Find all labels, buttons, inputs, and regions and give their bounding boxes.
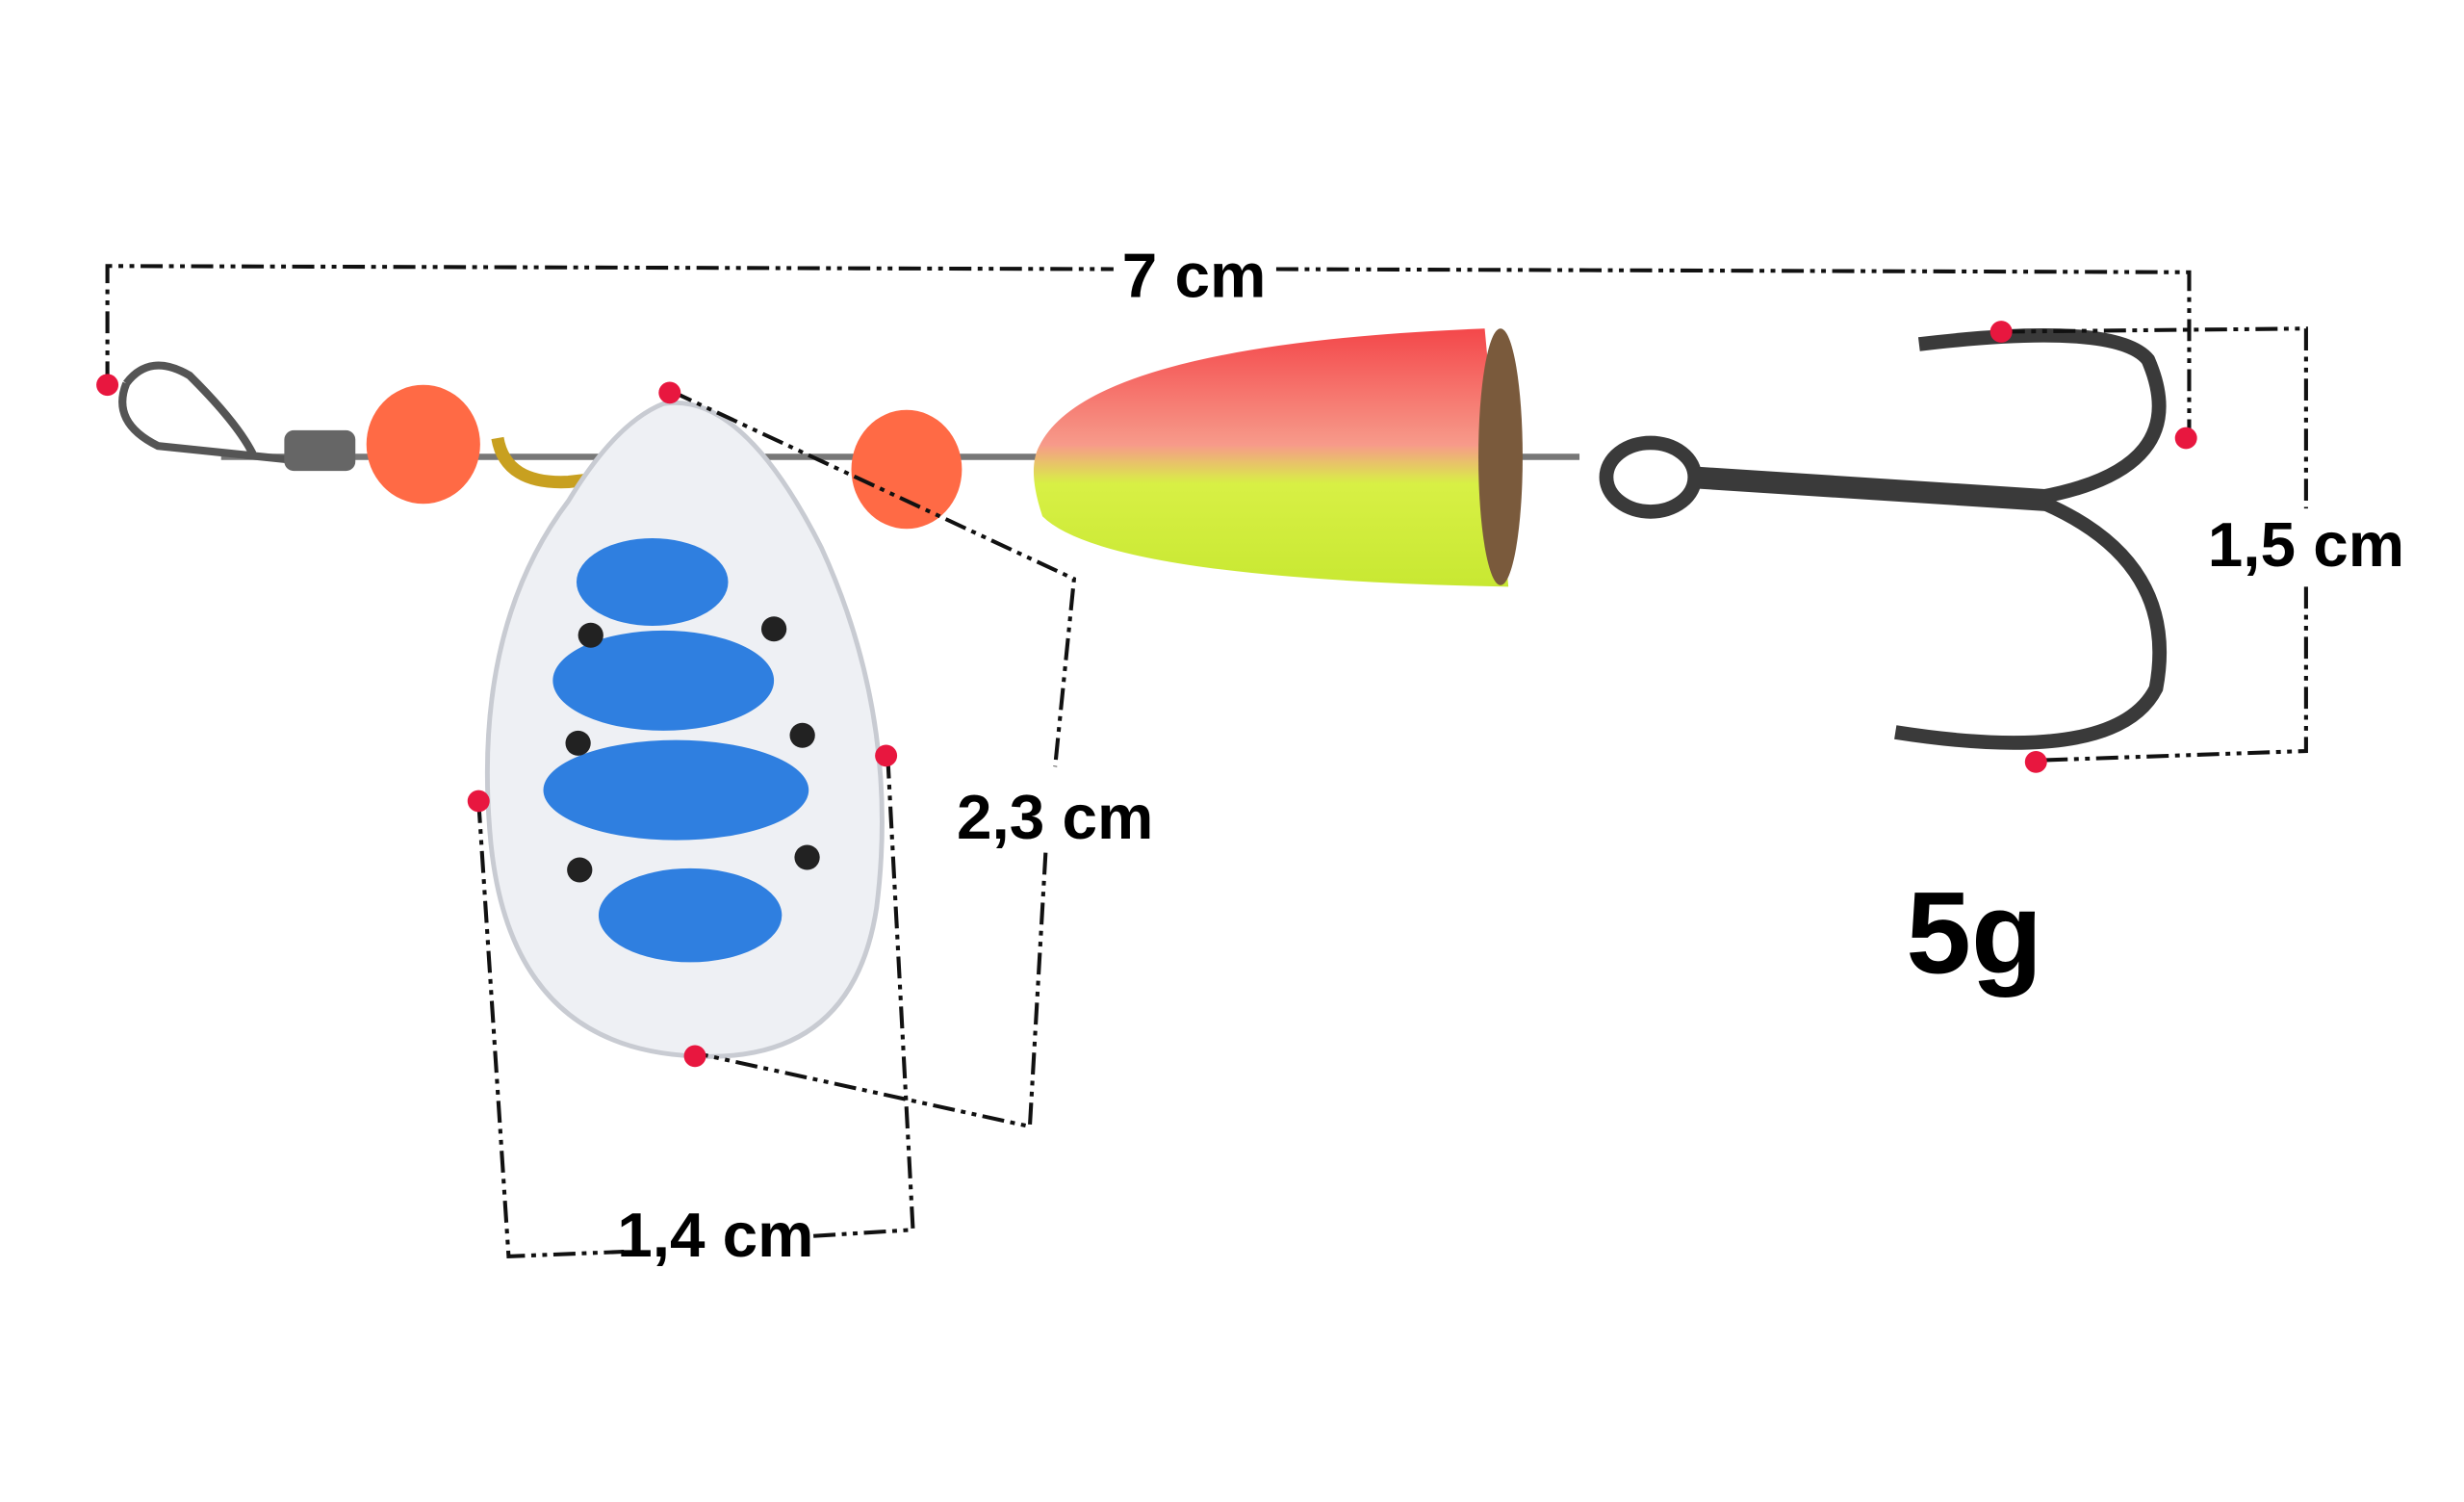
hook-height-label: 1,5 cm [2208,510,2404,581]
spring-coil [284,429,356,472]
treble-hook [1599,328,2167,750]
bead-front [366,384,480,505]
hook-dimension-line [2002,326,2308,763]
blade-spots [543,538,809,963]
blade-length-label: 2,3 cm [957,782,1153,852]
blade-length-dimension-line [670,389,1077,1129]
lure-body [1033,328,1509,587]
total-length-label: 7 cm [1122,241,1267,311]
blade-width-dimension-line [476,755,915,1258]
blade-dots [565,616,820,883]
measurement-markers [96,321,2197,1068]
blade-width-label: 1,4 cm [617,1200,813,1270]
body-end [1478,328,1523,585]
length-dimension-line [105,264,2192,438]
bead-rear [851,409,962,530]
weight-label: 5g [1906,868,2042,997]
snap-clip [118,361,309,466]
